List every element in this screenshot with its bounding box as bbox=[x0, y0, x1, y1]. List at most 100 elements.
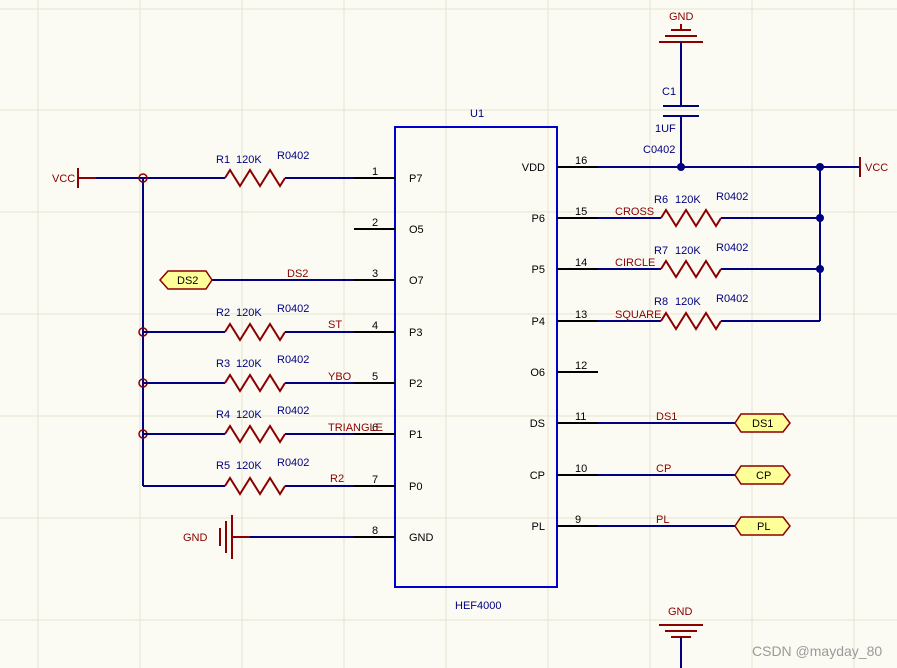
pin-name: P7 bbox=[409, 173, 422, 185]
resistor-r6[interactable]: R6 120K R0402 CROSS bbox=[615, 191, 748, 228]
r7-value: 120K bbox=[675, 245, 701, 257]
pin-number: 6 bbox=[372, 422, 378, 434]
pin-name: P3 bbox=[409, 327, 422, 339]
pin-number: 4 bbox=[372, 320, 378, 332]
pin-name: O5 bbox=[409, 224, 424, 236]
net-label-cross: CROSS bbox=[615, 206, 654, 218]
ic-u1[interactable]: U1 HEF4000 1 2 3 4 5 6 7 8 P7 O5 O7 P3 P… bbox=[354, 108, 598, 612]
left-wiring[interactable]: VCC DS2 DS2 GND bbox=[52, 168, 354, 559]
watermark: CSDN @mayday_80 bbox=[752, 643, 882, 659]
r2-footprint: R0402 bbox=[277, 303, 309, 315]
resistor-r4[interactable]: R4 120K R0402 TRIANGLE bbox=[216, 405, 383, 444]
ds1-port-label: DS1 bbox=[752, 418, 773, 430]
vcc-right-power-port[interactable]: VCC bbox=[859, 157, 888, 177]
gnd-bottom-label: GND bbox=[668, 606, 693, 618]
cp-port[interactable]: CP bbox=[734, 465, 791, 485]
pin-name: CP bbox=[530, 470, 545, 482]
pin-name: P0 bbox=[409, 481, 422, 493]
pl-port[interactable]: PL bbox=[734, 516, 791, 536]
cp-port-label: CP bbox=[756, 470, 771, 482]
gnd-bottom-power-port[interactable]: GND bbox=[659, 606, 703, 668]
ic-left-pins: 1 2 3 4 5 6 7 8 P7 O5 O7 P3 P2 P1 P0 GND bbox=[354, 166, 434, 544]
vcc-right-label: VCC bbox=[865, 162, 888, 174]
ic-designator: U1 bbox=[470, 108, 484, 120]
net-label-pl: PL bbox=[656, 514, 669, 526]
net-label-circle: CIRCLE bbox=[615, 257, 655, 269]
pin-name: PL bbox=[532, 521, 545, 533]
c1-ref: C1 bbox=[662, 86, 676, 98]
right-wiring[interactable]: GND C1 1UF C0402 VCC bbox=[598, 11, 888, 668]
pin-name: O7 bbox=[409, 275, 424, 287]
r5-value: 120K bbox=[236, 460, 262, 472]
r2-value: 120K bbox=[236, 307, 262, 319]
r7-footprint: R0402 bbox=[716, 242, 748, 254]
pin-number: 15 bbox=[575, 206, 587, 218]
pin-number: 10 bbox=[575, 463, 587, 475]
pin-number: 14 bbox=[575, 257, 587, 269]
gnd-top-power-port[interactable]: GND bbox=[659, 11, 703, 43]
net-label-r2: R2 bbox=[330, 473, 344, 485]
ic-right-pins: 16 15 14 13 12 11 10 9 VDD P6 P5 P4 O6 D… bbox=[522, 155, 598, 533]
pin-number: 3 bbox=[372, 268, 378, 280]
pin-name: P5 bbox=[532, 264, 545, 276]
pin-number: 16 bbox=[575, 155, 587, 167]
pin-number: 5 bbox=[372, 371, 378, 383]
r1-footprint: R0402 bbox=[277, 150, 309, 162]
r4-ref: R4 bbox=[216, 409, 230, 421]
vcc-left-label: VCC bbox=[52, 173, 75, 185]
ds2-port[interactable]: DS2 bbox=[158, 270, 213, 290]
pin-name: VDD bbox=[522, 162, 545, 174]
resistor-r7[interactable]: R7 120K R0402 CIRCLE bbox=[615, 242, 748, 279]
gnd-left-label: GND bbox=[183, 532, 208, 544]
pin-number: 13 bbox=[575, 309, 587, 321]
ds2-port-label: DS2 bbox=[177, 275, 198, 287]
junction bbox=[138, 173, 148, 183]
r2-ref: R2 bbox=[216, 307, 230, 319]
pin-number: 1 bbox=[372, 166, 378, 178]
pin-name: P2 bbox=[409, 378, 422, 390]
pin-number: 11 bbox=[575, 411, 586, 423]
pin-name: P1 bbox=[409, 429, 422, 441]
net-label-ds1: DS1 bbox=[656, 411, 677, 423]
r6-footprint: R0402 bbox=[716, 191, 748, 203]
net-label-ds2: DS2 bbox=[287, 268, 308, 280]
pin-number: 9 bbox=[575, 514, 581, 526]
resistor-r2[interactable]: R2 120K R0402 ST bbox=[216, 303, 342, 342]
r7-ref: R7 bbox=[654, 245, 668, 257]
net-label-st: ST bbox=[328, 319, 342, 331]
pin-number: 7 bbox=[372, 474, 378, 486]
gnd-left-power-port[interactable]: GND bbox=[183, 515, 250, 559]
ic-part-name: HEF4000 bbox=[455, 600, 501, 612]
pl-port-label: PL bbox=[757, 521, 770, 533]
r8-footprint: R0402 bbox=[716, 293, 748, 305]
ic-body[interactable] bbox=[394, 126, 558, 588]
r5-ref: R5 bbox=[216, 460, 230, 472]
r6-ref: R6 bbox=[654, 194, 668, 206]
net-label-square: SQUARE bbox=[615, 309, 661, 321]
gnd-top-label: GND bbox=[669, 11, 694, 23]
r4-footprint: R0402 bbox=[277, 405, 309, 417]
pin-name: DS bbox=[530, 418, 545, 430]
capacitor-c1[interactable]: C1 1UF C0402 bbox=[643, 86, 699, 156]
c1-value: 1UF bbox=[655, 123, 676, 135]
net-label-cp: CP bbox=[656, 463, 671, 475]
junction bbox=[677, 163, 685, 171]
resistor-r1[interactable]: R1 120K R0402 bbox=[216, 150, 309, 188]
ds1-port[interactable]: DS1 bbox=[734, 413, 791, 433]
r1-ref: R1 bbox=[216, 154, 230, 166]
c1-footprint: C0402 bbox=[643, 144, 675, 156]
r8-ref: R8 bbox=[654, 296, 668, 308]
resistor-r3[interactable]: R3 120K R0402 YBO bbox=[216, 354, 352, 393]
vcc-left-power-port[interactable]: VCC bbox=[52, 168, 96, 188]
r5-footprint: R0402 bbox=[277, 457, 309, 469]
pin-number: 12 bbox=[575, 360, 587, 372]
r8-value: 120K bbox=[675, 296, 701, 308]
resistor-r8[interactable]: R8 120K R0402 SQUARE bbox=[615, 293, 748, 331]
resistor-r5[interactable]: R5 120K R0402 R2 bbox=[216, 457, 344, 496]
r3-value: 120K bbox=[236, 358, 262, 370]
r4-value: 120K bbox=[236, 409, 262, 421]
r1-value: 120K bbox=[236, 154, 262, 166]
pin-name: GND bbox=[409, 532, 434, 544]
